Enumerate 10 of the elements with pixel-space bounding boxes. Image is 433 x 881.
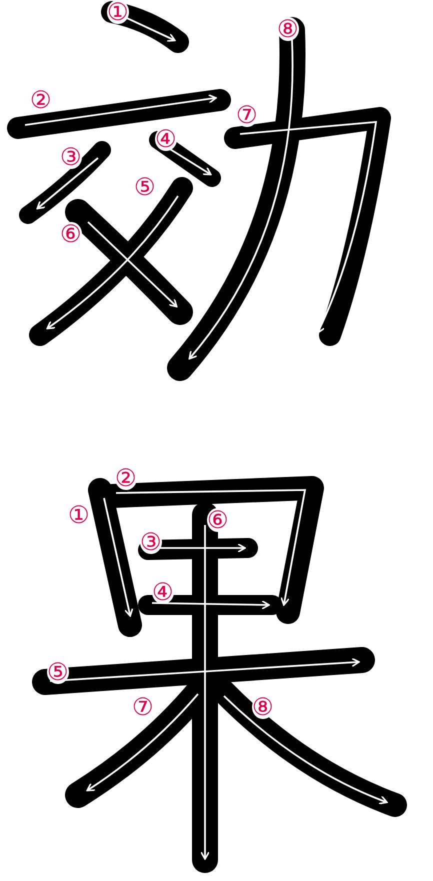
callout-number: ③ (140, 530, 162, 554)
callout-number: ④ (152, 580, 174, 604)
callout-number: ③ (60, 145, 82, 169)
callout-number: ⑧ (252, 695, 274, 719)
callout-number: ⑧ (277, 17, 299, 41)
callout-number: ② (115, 466, 137, 490)
callout-number: ⑥ (207, 508, 229, 532)
callout-number: ⑤ (47, 660, 69, 684)
callout-number: ⑦ (236, 103, 258, 127)
callout-number: ④ (155, 127, 177, 151)
